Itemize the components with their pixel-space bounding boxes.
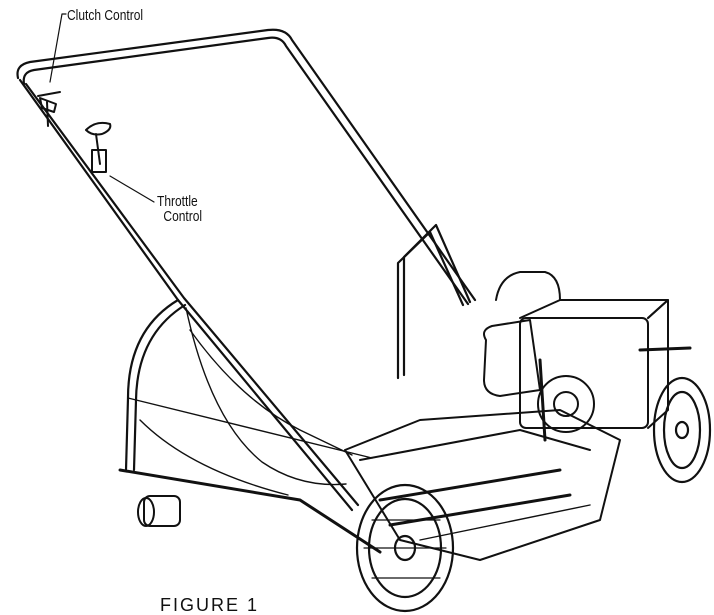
engine xyxy=(483,271,692,442)
throttle-label-line2: Control xyxy=(163,208,203,225)
clutch-control-lever xyxy=(37,91,61,127)
handle-frame xyxy=(16,28,477,512)
grass-catcher xyxy=(139,307,353,496)
clutch-control-label: Clutch Control xyxy=(67,7,144,24)
throttle-control-lever xyxy=(85,121,112,173)
front-wheel xyxy=(355,483,455,613)
rear-wheel xyxy=(652,376,712,484)
throttle-control-label: Throttle Control xyxy=(157,194,202,224)
figure-caption: FIGURE 1 xyxy=(160,595,260,615)
reel-housing xyxy=(344,409,621,561)
roller-caster xyxy=(118,468,382,554)
leader-lines xyxy=(49,13,155,203)
throttle-label-line1: Throttle xyxy=(157,193,198,210)
